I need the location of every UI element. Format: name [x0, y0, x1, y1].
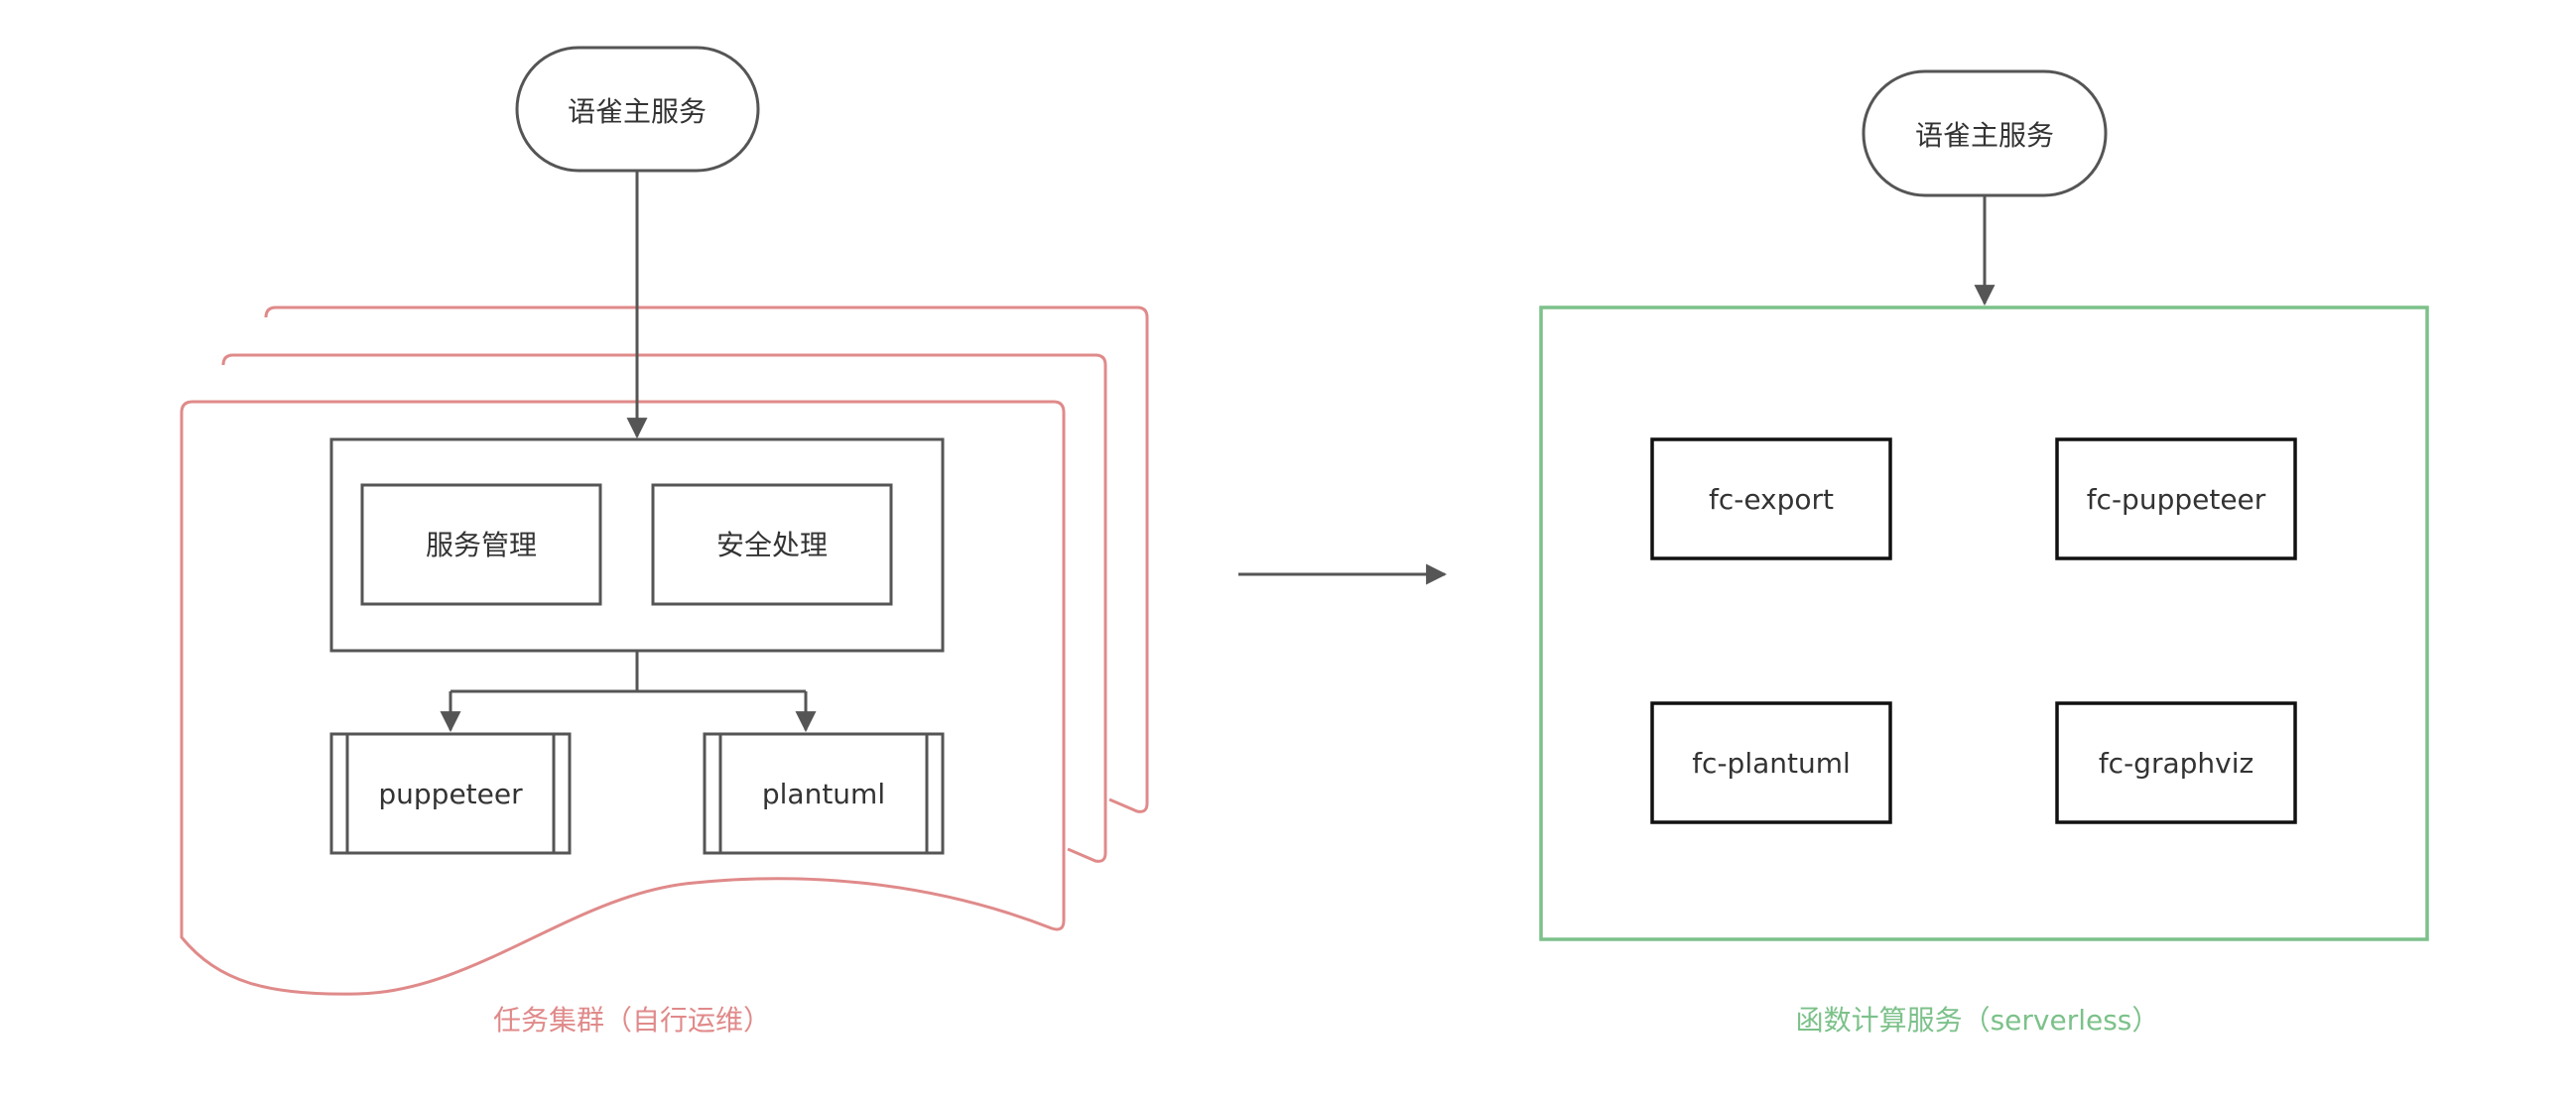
serverless-caption: 函数计算服务（serverless）: [1796, 1004, 2160, 1037]
fc-export-label: fc-export: [1709, 483, 1834, 516]
fc-puppeteer-label: fc-puppeteer: [2087, 483, 2266, 516]
main-service-node-right: 语雀主服务: [1862, 69, 2108, 197]
fc-puppeteer-box: fc-puppeteer: [2055, 437, 2297, 560]
main-service-node-left: 语雀主服务: [515, 46, 760, 173]
puppeteer-label: puppeteer: [378, 778, 523, 810]
security-processing-box: 安全处理: [651, 483, 893, 606]
security-processing-label: 安全处理: [716, 529, 828, 561]
service-management-box: 服务管理: [360, 483, 602, 606]
plantuml-label: plantuml: [762, 778, 885, 810]
fc-plantuml-label: fc-plantuml: [1692, 747, 1851, 780]
main-service-label-right: 语雀主服务: [1915, 119, 2054, 152]
fc-export-box: fc-export: [1650, 437, 1892, 560]
service-management-label: 服务管理: [426, 529, 537, 561]
plantuml-box: plantuml: [703, 732, 945, 855]
service-container: 服务管理 安全处理: [329, 437, 945, 653]
fc-plantuml-box: fc-plantuml: [1650, 701, 1892, 824]
branch-connectors: [440, 651, 817, 733]
fc-graphviz-box: fc-graphviz: [2055, 701, 2297, 824]
serverless-container: fc-export fc-puppeteer fc-plantuml fc-gr…: [1539, 306, 2429, 941]
main-service-label-left: 语雀主服务: [568, 95, 707, 128]
puppeteer-box: puppeteer: [329, 732, 572, 855]
task-cluster-caption: 任务集群（自行运维）: [493, 1004, 771, 1037]
fc-graphviz-label: fc-graphviz: [2099, 747, 2254, 780]
